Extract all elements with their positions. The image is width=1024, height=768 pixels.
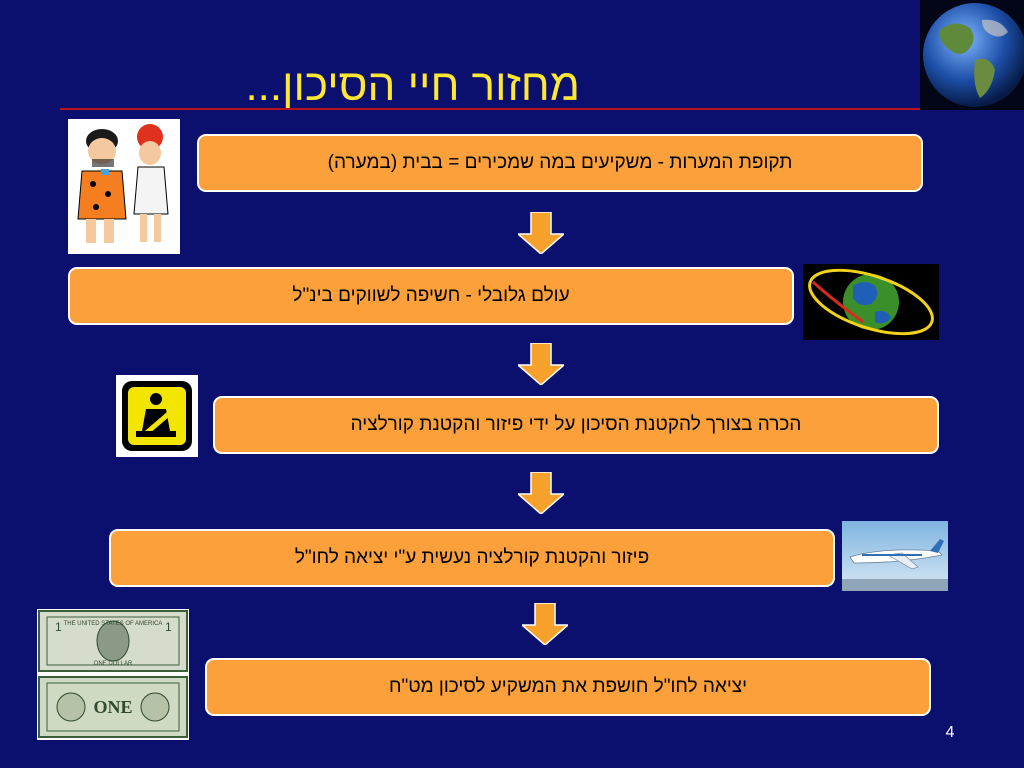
- globe-image: [920, 0, 1024, 110]
- bill-back-word: ONE: [93, 697, 132, 717]
- bill-bottom-text: ONE DOLLAR: [94, 661, 133, 667]
- flow-step-3: הכרה בצורך להקטנת הסיכון על ידי פיזור וה…: [213, 396, 939, 454]
- down-arrow-icon: [518, 212, 564, 254]
- airplane-image: [842, 521, 948, 591]
- down-arrow-icon: [522, 603, 568, 645]
- seatbelt-sign-image: [116, 375, 198, 457]
- slide-title: מחזור חיי הסיכון...: [245, 61, 580, 110]
- flow-step-1: תקופת המערות - משקיעים במה שמכירים = בבי…: [197, 134, 923, 192]
- flow-step-2-label: עולם גלובלי - חשיפה לשווקים בינ"ל: [292, 285, 570, 306]
- bill-denomination: 1: [165, 620, 172, 634]
- flow-step-4: פיזור והקטנת קורלציה נעשית ע"י יציאה לחו…: [109, 529, 835, 587]
- dollar-bills-image: THE UNITED STATES OF AMERICA 1 1 ONE DOL…: [37, 609, 189, 740]
- down-arrow-icon: [518, 343, 564, 385]
- page-number: 4: [945, 724, 955, 741]
- flow-step-4-label: פיזור והקטנת קורלציה נעשית ע"י יציאה לחו…: [294, 547, 650, 568]
- flow-step-5: יציאה לחו"ל חושפת את המשקיע לסיכון מט"ח: [205, 658, 931, 716]
- flow-step-5-label: יציאה לחו"ל חושפת את המשקיע לסיכון מט"ח: [388, 676, 748, 697]
- down-arrow-icon: [518, 472, 564, 514]
- flow-step-3-label: הכרה בצורך להקטנת הסיכון על ידי פיזור וה…: [350, 414, 802, 435]
- flow-step-1-label: תקופת המערות - משקיעים במה שמכירים = בבי…: [327, 152, 793, 173]
- flow-step-2: עולם גלובלי - חשיפה לשווקים בינ"ל: [68, 267, 794, 325]
- bill-denomination: 1: [55, 620, 62, 634]
- cartoon-couple-image: [68, 119, 180, 254]
- orbit-globe-image: [803, 264, 939, 340]
- bill-top-text: THE UNITED STATES OF AMERICA: [64, 621, 163, 627]
- title-divider: [60, 108, 920, 110]
